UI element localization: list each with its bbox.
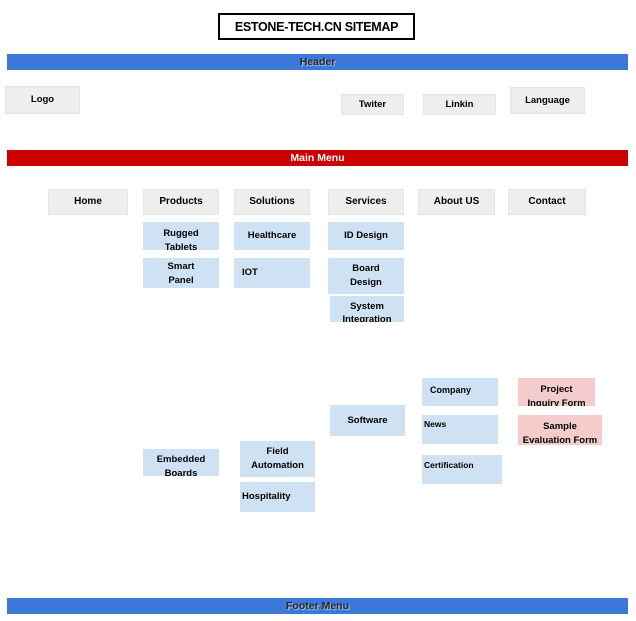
node-field-automation: Field Automation xyxy=(240,441,315,477)
node-language: Language xyxy=(510,87,585,114)
node-id-design: ID Design xyxy=(328,222,404,250)
node-label: Board Design xyxy=(350,263,382,288)
node-twitter: Twiter xyxy=(341,94,404,115)
node-home: Home xyxy=(48,189,128,215)
node-certification: Certification xyxy=(422,455,502,484)
node-label: Rugged Tablets xyxy=(163,228,199,250)
node-healthcare: Healthcare xyxy=(234,222,310,250)
node-smart-panel: Smart Panel xyxy=(143,258,219,288)
node-about-us: About US xyxy=(418,189,495,215)
sitemap-title: ESTONE-TECH.CN SITEMAP xyxy=(218,13,415,40)
node-services: Services xyxy=(328,189,404,215)
node-project-inquiry-form: Project Inquiry Form xyxy=(518,378,595,406)
node-board-design: Board Design xyxy=(328,258,404,294)
node-system-integration: System Integration xyxy=(330,296,404,322)
node-linkedin: Linkin xyxy=(423,94,496,115)
node-sample-evaluation-form: Sample Evaluation Form xyxy=(518,415,602,445)
node-embedded-boards: Embedded Boards xyxy=(143,449,219,476)
node-solutions: Solutions xyxy=(234,189,310,215)
main-menu-band: Main Menu xyxy=(7,150,628,166)
node-label: System Integration xyxy=(342,301,392,322)
node-label: Sample Evaluation Form xyxy=(522,421,598,445)
node-rugged-tablets: Rugged Tablets xyxy=(143,222,219,250)
node-news: News xyxy=(422,415,498,444)
node-hospitality: Hospitality xyxy=(240,482,315,512)
node-label: Smart Panel xyxy=(167,261,195,286)
node-label: Field Automation xyxy=(251,446,304,471)
node-products: Products xyxy=(143,189,219,215)
footer-band: Footer Menu xyxy=(7,598,628,614)
node-contact: Contact xyxy=(508,189,586,215)
node-label: Embedded Boards xyxy=(156,454,206,476)
node-company: Company xyxy=(422,378,498,406)
node-iot: IOT xyxy=(234,258,310,288)
header-band: Header xyxy=(7,54,628,70)
node-logo: Logo xyxy=(5,86,80,114)
node-label: Project Inquiry Form xyxy=(527,384,586,406)
node-software: Software xyxy=(330,405,405,436)
